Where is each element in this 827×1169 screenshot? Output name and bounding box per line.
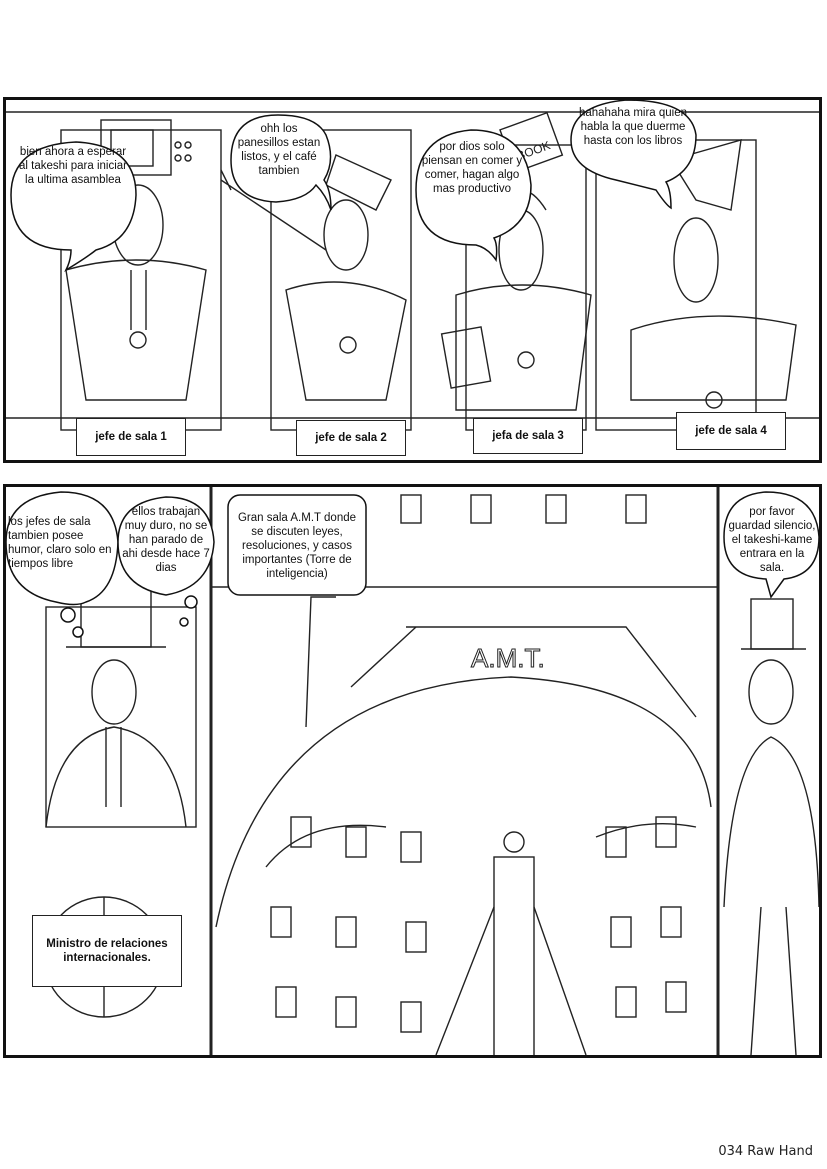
top-panel: BOOK bien ahora a esperar al takeshi par… — [3, 97, 822, 463]
speech-bubble-1: bien ahora a esperar al takeshi para ini… — [18, 146, 128, 186]
speech-bubble-3: por dios solo piensan en comer y comer, … — [421, 141, 523, 195]
page-footer: 034 Raw Hand — [718, 1144, 813, 1159]
caption-gran-sala: Gran sala A.M.T donde se discuten leyes,… — [237, 512, 357, 580]
caption-jefa-3: jefa de sala 3 — [473, 418, 583, 454]
caption-jefe-2: jefe de sala 2 — [296, 420, 406, 456]
hall-sign: A.M.T. — [471, 643, 545, 673]
speech-bubble-silencio: por favor guardad silencio, el takeshi-k… — [728, 506, 816, 574]
caption-jefe-1: jefe de sala 1 — [76, 418, 186, 456]
speech-bubble-trabajan: ellos trabajan muy duro, no se han parad… — [122, 506, 210, 574]
speech-bubble-4: hahahaha mira quien habla la que duerme … — [578, 107, 688, 147]
caption-ministro: Ministro de relaciones internacionales. — [32, 915, 182, 987]
bottom-panel: A.M.T. — [3, 484, 822, 1058]
bottom-panel-artwork: A.M.T. — [6, 487, 819, 1055]
caption-jefe-4: jefe de sala 4 — [676, 412, 786, 450]
speech-bubble-2: ohh los panesillos estan listos, y el ca… — [237, 123, 321, 177]
speech-bubble-jefes-humor: los jefes de sala tambien posee humor, c… — [8, 516, 112, 570]
